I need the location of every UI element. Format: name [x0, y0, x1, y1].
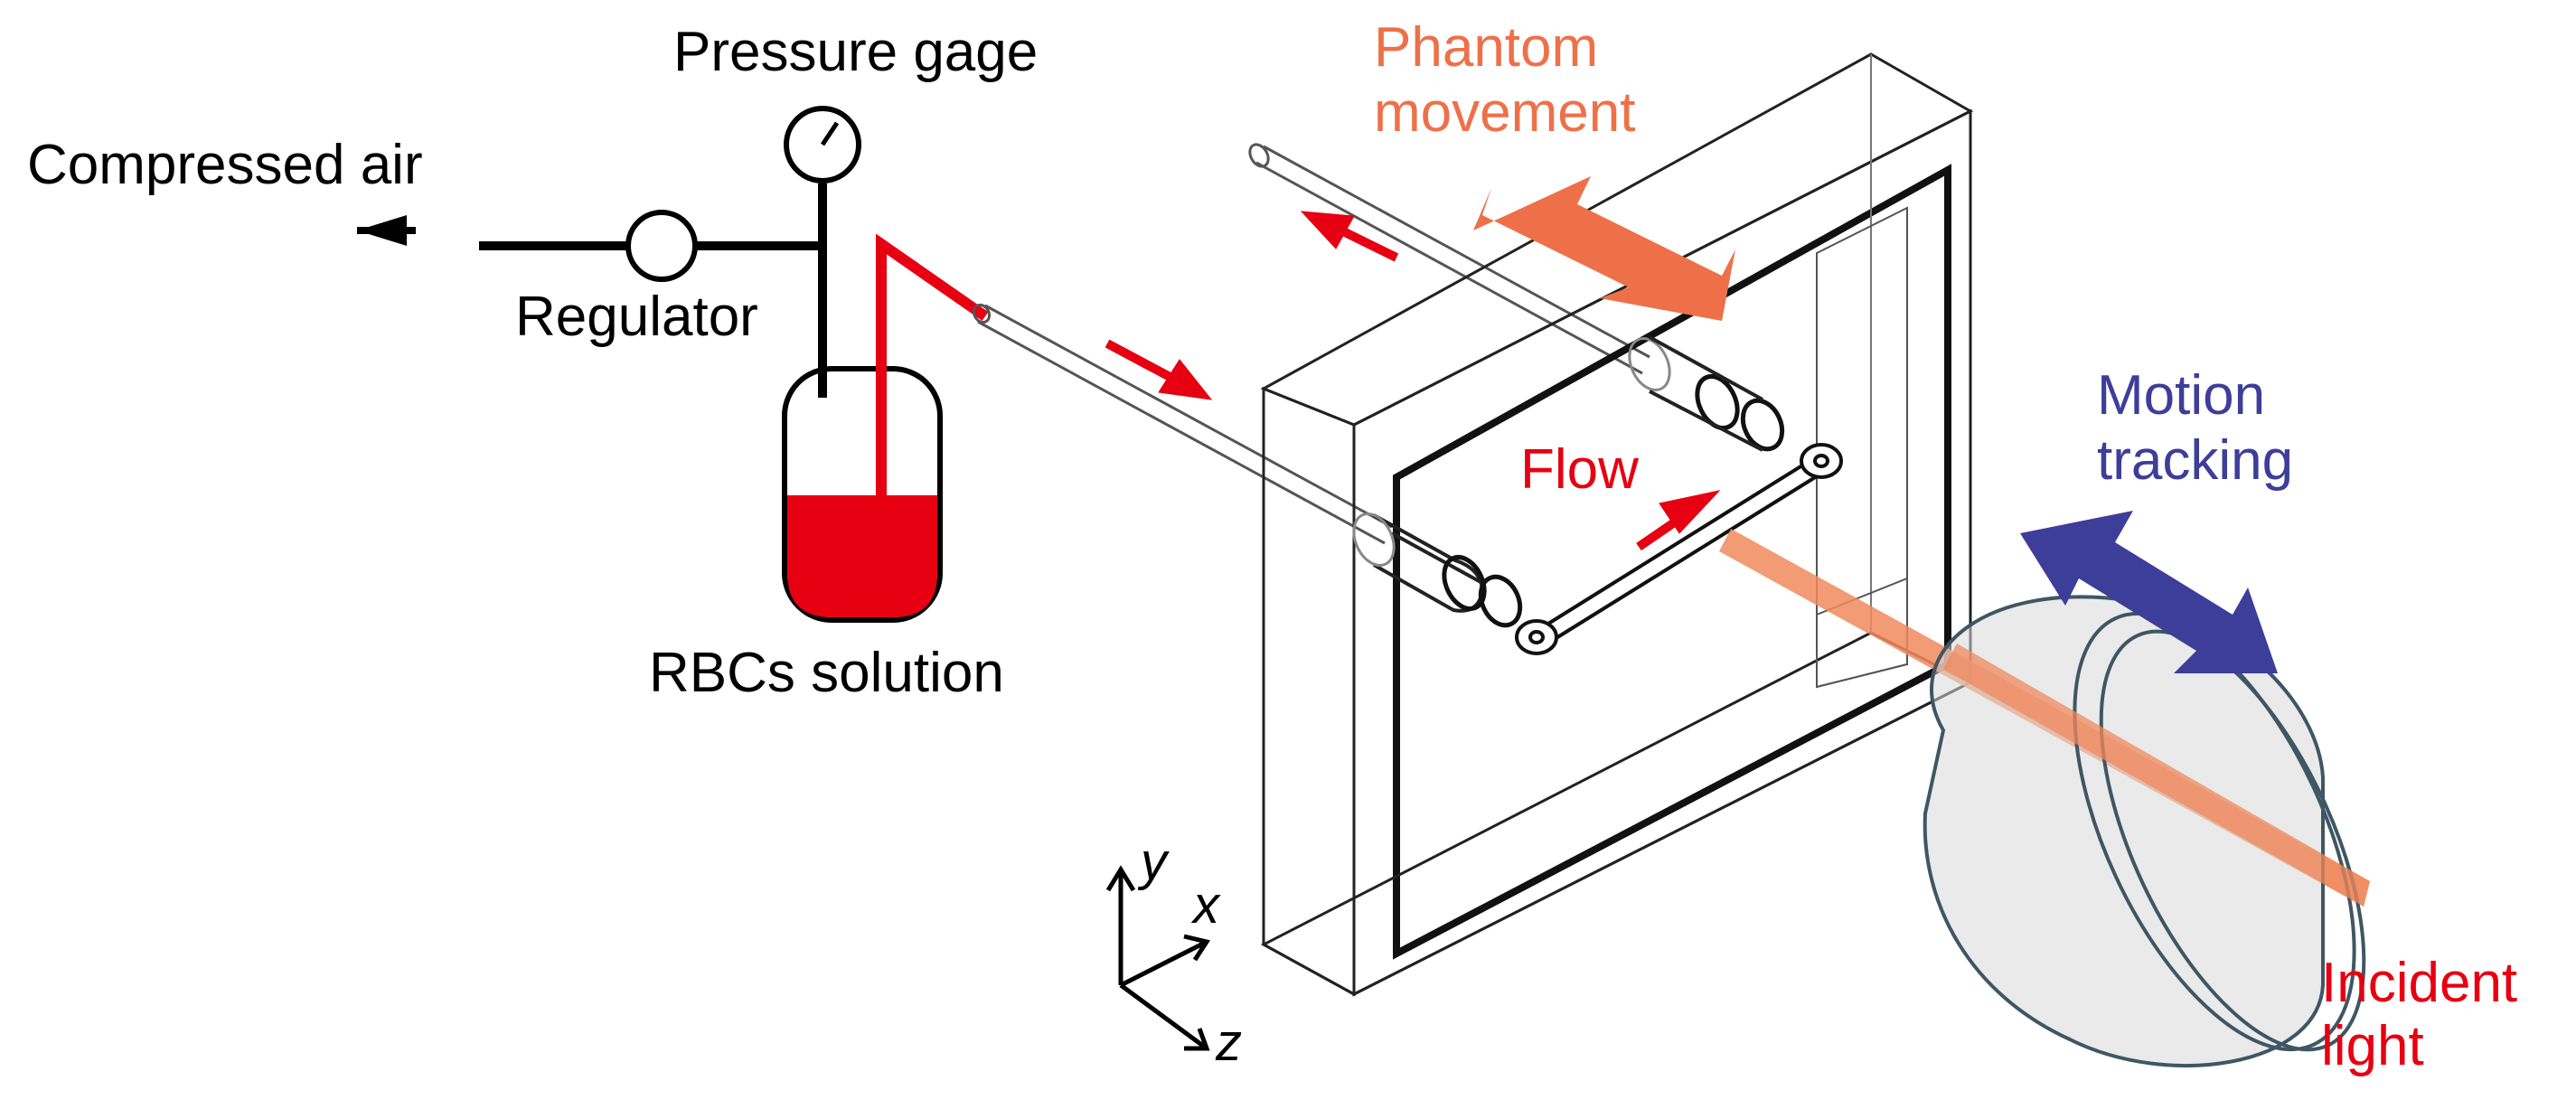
- motion-tracking-label-line1: Motion: [2097, 364, 2266, 427]
- pressure-gage: [784, 106, 861, 398]
- incident-light-label-line2: light: [2321, 1015, 2424, 1077]
- pressure-gage-label: Pressure gage: [673, 21, 1039, 83]
- compressed-air-line: [357, 215, 823, 250]
- flow-arrows: [1105, 211, 1721, 551]
- coordinate-axes: [1105, 865, 1211, 1051]
- axis-y-label: y: [1141, 832, 1167, 891]
- rbcs-solution-label: RBCs solution: [649, 642, 1004, 704]
- motion-tracking-arrow: [2020, 511, 2278, 673]
- compressed-air-label: Compressed air: [27, 134, 423, 196]
- motion-tracking-label-line2: tracking: [2097, 429, 2294, 492]
- phantom-movement-label-line2: movement: [1374, 81, 1636, 144]
- incident-light-label-line1: Incident: [2321, 952, 2518, 1014]
- outlet-tube: [1248, 143, 1650, 375]
- rbcs-bottle: [782, 362, 943, 623]
- phantom-movement-arrow: [1473, 176, 1735, 321]
- axis-z-label: z: [1216, 1013, 1242, 1072]
- flow-label: Flow: [1520, 438, 1639, 501]
- incident-light-beam-front: [1943, 644, 2370, 907]
- regulator: [625, 210, 698, 282]
- phantom-box: [1260, 52, 1974, 997]
- phantom-movement-label-line1: Phantom: [1374, 16, 1599, 79]
- outlet-fitting: [1628, 335, 1785, 452]
- regulator-label: Regulator: [515, 286, 758, 348]
- inlet-tube: [972, 303, 1393, 545]
- feed-tube: [876, 233, 989, 495]
- inlet-fitting: [1352, 512, 1523, 628]
- microchannel: [1515, 443, 1843, 655]
- axis-x-label: x: [1193, 876, 1219, 935]
